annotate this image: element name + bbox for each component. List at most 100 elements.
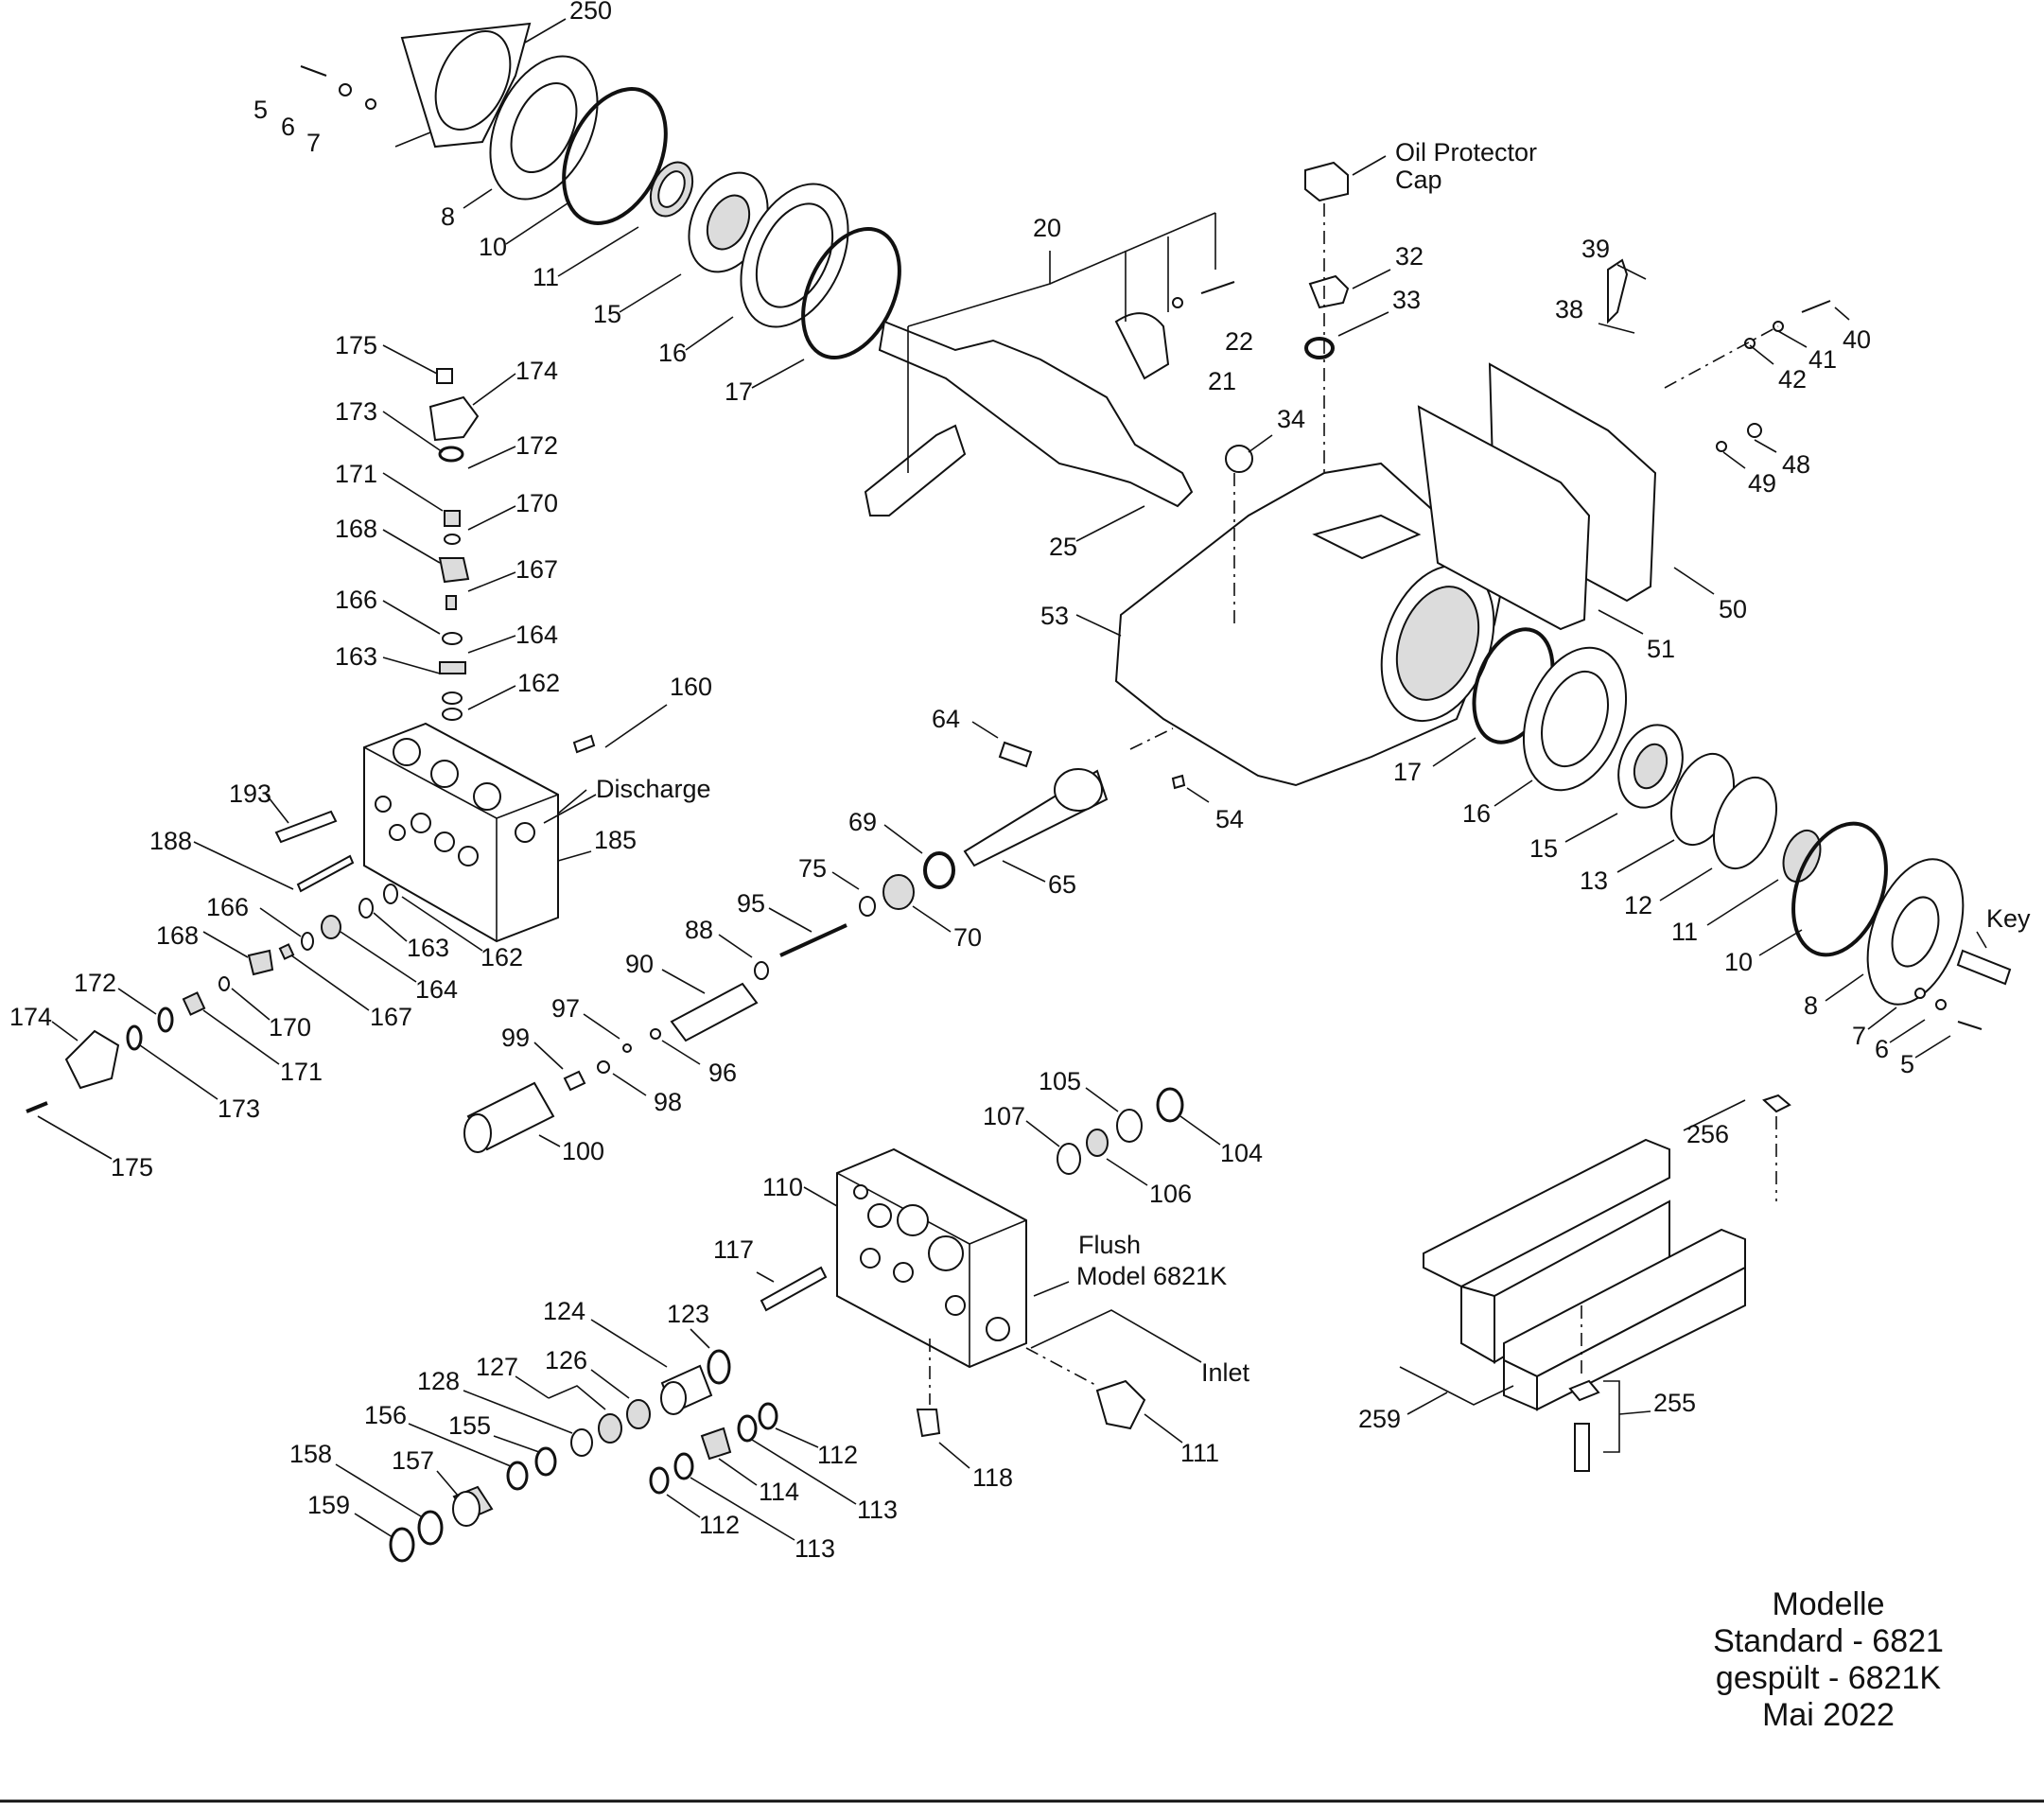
callout-c123: 123 <box>667 1300 709 1328</box>
callout-c65: 65 <box>1048 870 1076 899</box>
o-ring-10-left <box>562 87 668 225</box>
callout-c32: 32 <box>1395 242 1424 271</box>
callout-c193: 193 <box>229 779 271 808</box>
spring-167b <box>278 943 295 960</box>
callout-c100: 100 <box>562 1137 604 1165</box>
screw-188 <box>296 854 355 893</box>
callout-c171: 171 <box>280 1058 323 1086</box>
eye-bolt-34 <box>1225 445 1253 473</box>
callout-c185: 185 <box>594 826 637 854</box>
oil-seal-11-right <box>1782 829 1822 884</box>
callout-c6a: 6 <box>281 113 295 141</box>
washer-75 <box>859 896 876 917</box>
discharge-manifold-185 <box>274 722 559 943</box>
callout-c163a: 163 <box>335 642 377 671</box>
callout-c124: 124 <box>543 1297 585 1325</box>
note-heading: Modelle <box>1772 1586 1884 1622</box>
callout-c75: 75 <box>798 854 827 883</box>
callout-c8a: 8 <box>441 202 455 231</box>
callout-c168a: 168 <box>335 515 377 543</box>
seat-164b <box>321 915 341 939</box>
callout-c17b: 17 <box>1393 758 1422 786</box>
callout-c5b: 5 <box>1900 1050 1914 1078</box>
oil-plug-32 <box>1308 274 1350 309</box>
callout-c174a: 174 <box>515 357 558 385</box>
callout-c11b: 11 <box>1671 918 1698 946</box>
callout-c118: 118 <box>972 1463 1013 1492</box>
valve-plug-174 <box>428 395 480 442</box>
callout-c104: 104 <box>1220 1139 1263 1167</box>
callout-c170b: 170 <box>269 1013 311 1042</box>
seal-69 <box>923 851 955 889</box>
o-ring-17-left <box>801 227 901 359</box>
callout-c11a: 11 <box>533 263 559 291</box>
o-ring-155 <box>534 1446 557 1477</box>
connecting-rod <box>864 424 967 516</box>
callout-c25: 25 <box>1049 533 1077 561</box>
dipstick-39 <box>1607 258 1629 324</box>
callout-c88: 88 <box>685 916 713 944</box>
plunger-90 <box>670 982 759 1042</box>
ring-105 <box>1116 1109 1143 1143</box>
callout-c13: 13 <box>1580 866 1608 895</box>
callout-c99: 99 <box>501 1024 530 1052</box>
callout-c117: 117 <box>713 1235 754 1264</box>
seal-70 <box>882 874 915 910</box>
seal-106 <box>1086 1129 1109 1157</box>
callout-c170a: 170 <box>515 489 558 517</box>
callout-c8b: 8 <box>1804 991 1818 1020</box>
nut-255 <box>1568 1379 1600 1402</box>
inlet-manifold-110 <box>760 1147 1146 1438</box>
label-key: Key <box>1986 904 2031 933</box>
callout-c64: 64 <box>932 705 960 733</box>
callout-c255: 255 <box>1653 1389 1696 1417</box>
callout-c20: 20 <box>1033 214 1061 242</box>
callout-c5a: 5 <box>253 96 268 124</box>
spring-171 <box>444 510 461 527</box>
discharge-valve-stack <box>428 368 596 754</box>
callout-c17a: 17 <box>725 377 753 406</box>
callout-c49: 49 <box>1748 469 1776 498</box>
callout-c160: 160 <box>670 673 712 701</box>
o-ring-104 <box>1156 1087 1184 1123</box>
callout-c171a: 171 <box>335 460 377 488</box>
note-date: Mai 2022 <box>1762 1697 1895 1733</box>
callout-c10b: 10 <box>1724 948 1753 976</box>
key <box>1956 949 2012 986</box>
screw-117 <box>760 1266 828 1312</box>
callout-c38: 38 <box>1555 295 1583 324</box>
callout-c95: 95 <box>737 889 765 918</box>
callout-c111: 111 <box>1180 1439 1219 1467</box>
rod-cap-21 <box>1114 312 1170 380</box>
callout-c39: 39 <box>1581 235 1610 263</box>
callout-c167b: 167 <box>370 1003 412 1031</box>
valve-plug-174b <box>64 1029 120 1090</box>
callout-c113b: 113 <box>795 1534 835 1563</box>
callout-c128: 128 <box>417 1367 460 1395</box>
note-flushed: gespült - 6821K <box>1716 1660 1941 1696</box>
o-ring-112b <box>649 1466 670 1495</box>
callout-c10a: 10 <box>479 233 507 261</box>
leader-lines <box>37 18 1987 1541</box>
screw-54 <box>1171 774 1186 790</box>
o-ring-162 <box>442 691 463 705</box>
crankshaft-25 <box>878 320 1194 508</box>
callout-c168b: 168 <box>156 921 199 950</box>
callout-c6b: 6 <box>1875 1035 1889 1063</box>
callout-c250: 250 <box>569 0 612 25</box>
label-discharge: Discharge <box>596 775 711 803</box>
o-ring-156 <box>506 1461 529 1491</box>
bearing-cover-group-left <box>300 22 901 359</box>
callout-c97: 97 <box>551 994 580 1023</box>
label-flush: Flush <box>1078 1231 1141 1259</box>
callout-c167a: 167 <box>515 555 558 584</box>
valve-168b <box>247 949 274 976</box>
callout-c256: 256 <box>1686 1120 1729 1148</box>
callout-c156: 156 <box>364 1401 407 1429</box>
washer-97 <box>622 1043 632 1053</box>
callout-c90: 90 <box>625 950 654 978</box>
bearing-group-right <box>1472 627 2012 1030</box>
callout-c16b: 16 <box>1462 799 1491 828</box>
o-ring-113b <box>673 1452 694 1480</box>
